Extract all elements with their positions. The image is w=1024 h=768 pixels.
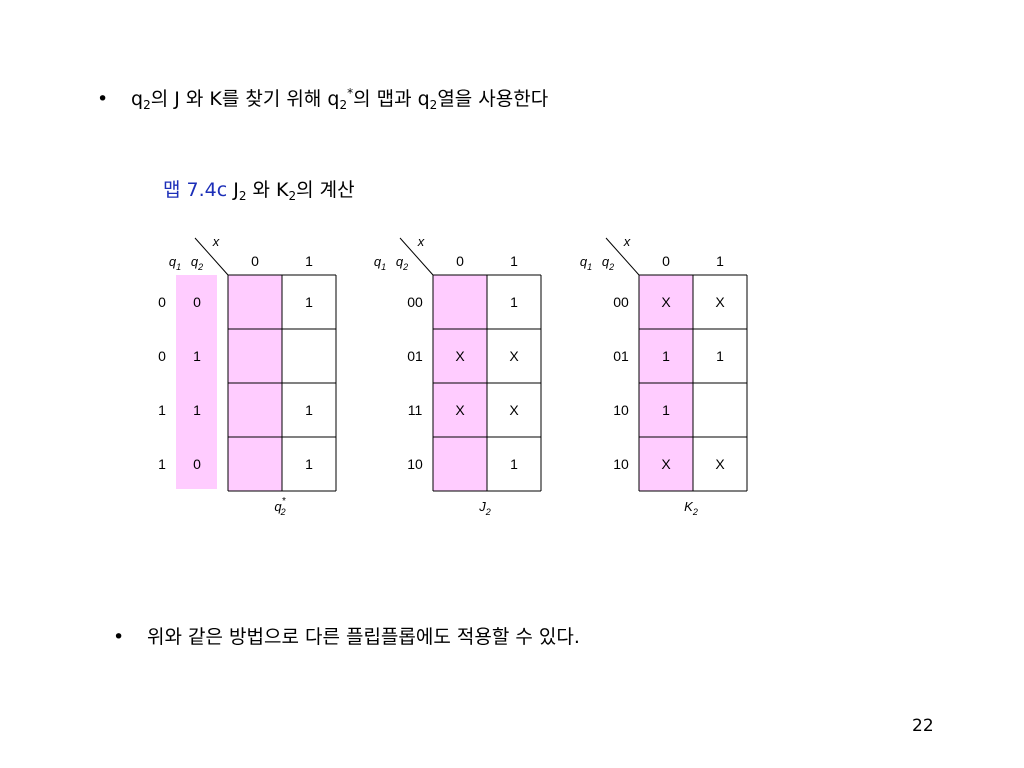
q-symbol: q [417, 88, 430, 110]
map-output-label: q*2 [274, 496, 286, 517]
corner-diagonal [399, 237, 434, 276]
map-cell-value: X [455, 348, 465, 364]
caption-j: J [233, 179, 239, 201]
row-label: 10 [407, 456, 423, 472]
corner-q1-label: q1 [374, 254, 386, 272]
text-segment: 의 맵과 [353, 88, 418, 110]
map-cell-value: 1 [716, 348, 724, 364]
row-label: 00 [407, 294, 423, 310]
map-cell-value: 1 [662, 402, 670, 418]
row-label: 10 [613, 402, 629, 418]
map-cell-value: X [509, 402, 519, 418]
corner-diagonal [605, 237, 640, 276]
bullet-line-1: •q2의 J 와 K를 찾기 위해 q2*의 맵과 q2열을 사용한다 [97, 80, 548, 118]
row-label: 11 [408, 402, 423, 418]
corner-q1-label: q1 [169, 254, 181, 272]
star-superscript: * [347, 86, 354, 100]
map-cell-value: 1 [662, 348, 670, 364]
text-segment: 의 J 와 K를 찾기 위해 [150, 88, 328, 110]
map-output-label: J2 [478, 499, 491, 517]
row-label-q2: 0 [193, 294, 201, 310]
column-header: 0 [662, 253, 670, 269]
subscript-2: 2 [339, 98, 348, 112]
map-cell-value: X [715, 294, 725, 310]
map-cell-value: X [661, 294, 671, 310]
subscript-2: 2 [429, 98, 438, 112]
map-cell-value: 1 [510, 456, 518, 472]
subscript-2: 2 [143, 98, 151, 112]
highlight-q2-labels [176, 275, 217, 489]
caption-subscript: 2 [288, 189, 297, 203]
map-cell-value: 1 [510, 294, 518, 310]
corner-x-label: x [417, 234, 425, 249]
figure-caption: 맵 7.4c J2 와 K2의 계산 [163, 175, 355, 203]
corner-q2-label: q2 [396, 254, 408, 272]
corner-x-label: x [212, 234, 220, 249]
q-symbol: q [327, 88, 340, 110]
row-label-q1: 1 [158, 456, 166, 472]
map-cell-value: X [455, 402, 465, 418]
corner-x-label: x [623, 234, 631, 249]
map-cell-value: 1 [305, 456, 313, 472]
column-header: 0 [456, 253, 464, 269]
row-label: 01 [613, 348, 629, 364]
corner-q2-label: q2 [602, 254, 614, 272]
map-output-label: K2 [684, 499, 698, 517]
text-segment: 열을 사용한다 [437, 88, 549, 110]
column-header: 1 [305, 253, 313, 269]
map-cell-value: X [715, 456, 725, 472]
bullet-line-2: • 위와 같은 방법으로 다른 플립플롭에도 적용할 수 있다. [113, 624, 580, 650]
caption-subscript: 2 [238, 189, 247, 203]
column-header: 1 [510, 253, 518, 269]
map-cell-value: 1 [305, 402, 313, 418]
q-symbol: q [131, 88, 144, 110]
map-cell-value: X [509, 348, 519, 364]
page-number: 22 [912, 716, 934, 736]
column-header: 1 [716, 253, 724, 269]
row-label-q2: 1 [193, 402, 201, 418]
row-label-q1: 0 [158, 294, 166, 310]
bullet-dot: • [97, 88, 109, 110]
row-label: 01 [407, 348, 423, 364]
row-label: 00 [613, 294, 629, 310]
map-cell-value: 1 [305, 294, 313, 310]
map-cell-value: X [661, 456, 671, 472]
row-label-q2: 0 [193, 456, 201, 472]
corner-diagonal [194, 237, 229, 276]
row-label-q1: 0 [158, 348, 166, 364]
corner-q1-label: q1 [580, 254, 592, 272]
row-label: 10 [613, 456, 629, 472]
corner-q2-label: q2 [191, 254, 203, 272]
column-header: 0 [251, 253, 259, 269]
row-label-q1: 1 [158, 402, 166, 418]
caption-mid: 와 K [246, 179, 289, 201]
bullet-dot: • [113, 626, 125, 648]
bullet-text: 위와 같은 방법으로 다른 플립플롭에도 적용할 수 있다. [147, 626, 580, 648]
row-label-q2: 1 [193, 348, 201, 364]
caption-end: 의 계산 [296, 179, 355, 201]
caption-label: 맵 7.4c [163, 179, 228, 201]
